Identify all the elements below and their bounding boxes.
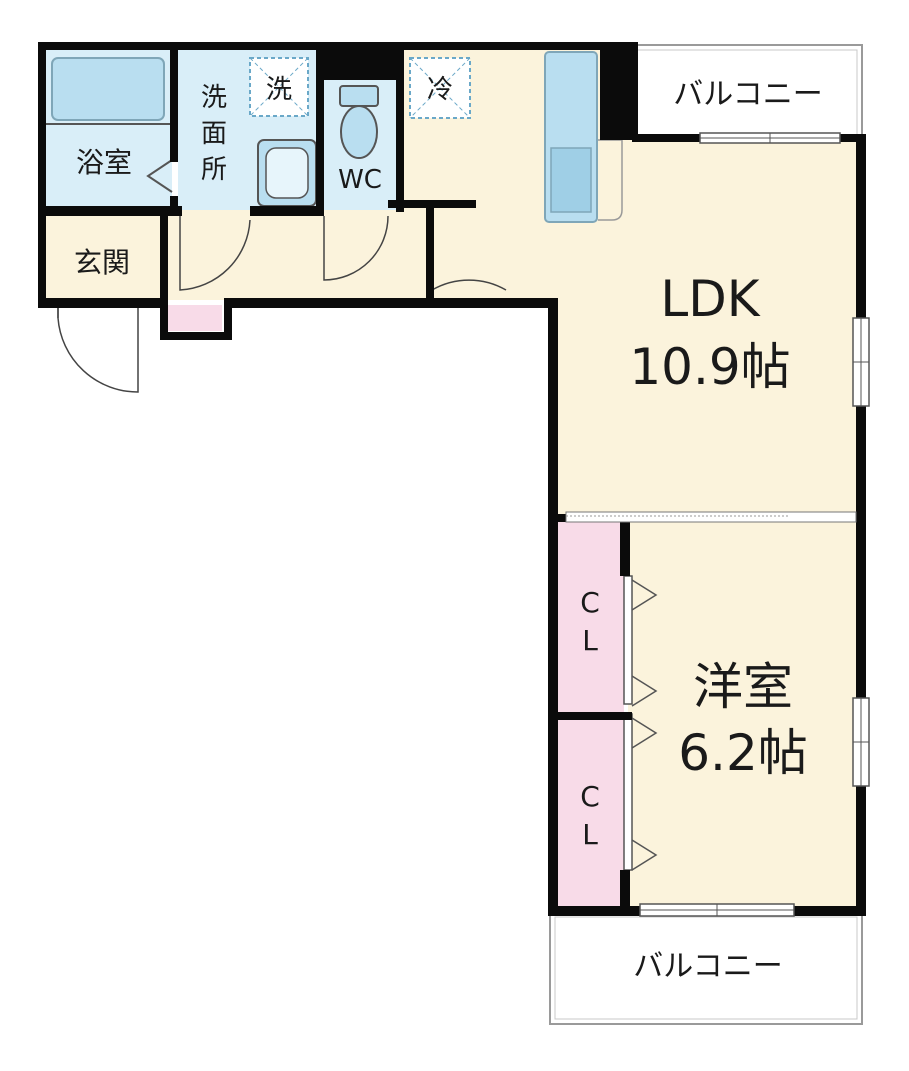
western-room-floor (628, 522, 858, 907)
western-room-label: 洋室 (693, 658, 793, 716)
shoe-cabinet (166, 305, 222, 331)
balcony-top-label: バルコニー (673, 77, 822, 112)
kitchen-sink (550, 147, 592, 213)
washroom-label-3: 所 (201, 155, 227, 185)
balcony-bottom-area (549, 911, 863, 1025)
fridge-mark: 冷 (427, 75, 453, 105)
ldk-label: LDK (660, 270, 760, 328)
hallway-floor (164, 205, 434, 300)
ldk-size: 10.9帖 (629, 338, 790, 396)
washer-mark: 洗 (266, 75, 292, 105)
balcony-top-area (631, 44, 863, 141)
wc-label: WC (338, 165, 382, 195)
toilet-bowl (340, 105, 378, 159)
bath-label: 浴室 (76, 146, 132, 179)
closet-2-floor (556, 718, 624, 908)
washer-space (249, 57, 309, 117)
closet-2-label-c: C (580, 780, 600, 813)
closet-2-label-l: L (582, 818, 598, 851)
closet-1-label-l: L (582, 624, 598, 657)
balcony-bottom-label: バルコニー (633, 949, 782, 984)
closet-1-label-c: C (580, 586, 600, 619)
washroom-label-2: 面 (201, 119, 227, 149)
bathtub (51, 57, 165, 121)
western-room-size: 6.2帖 (678, 724, 808, 782)
washroom-label-1: 洗 (201, 83, 227, 113)
ldk-floor (556, 140, 858, 518)
entrance-label: 玄関 (74, 246, 130, 279)
entrance-floor (44, 216, 164, 300)
toilet-tank (339, 85, 379, 107)
closet-1-floor (556, 522, 624, 712)
